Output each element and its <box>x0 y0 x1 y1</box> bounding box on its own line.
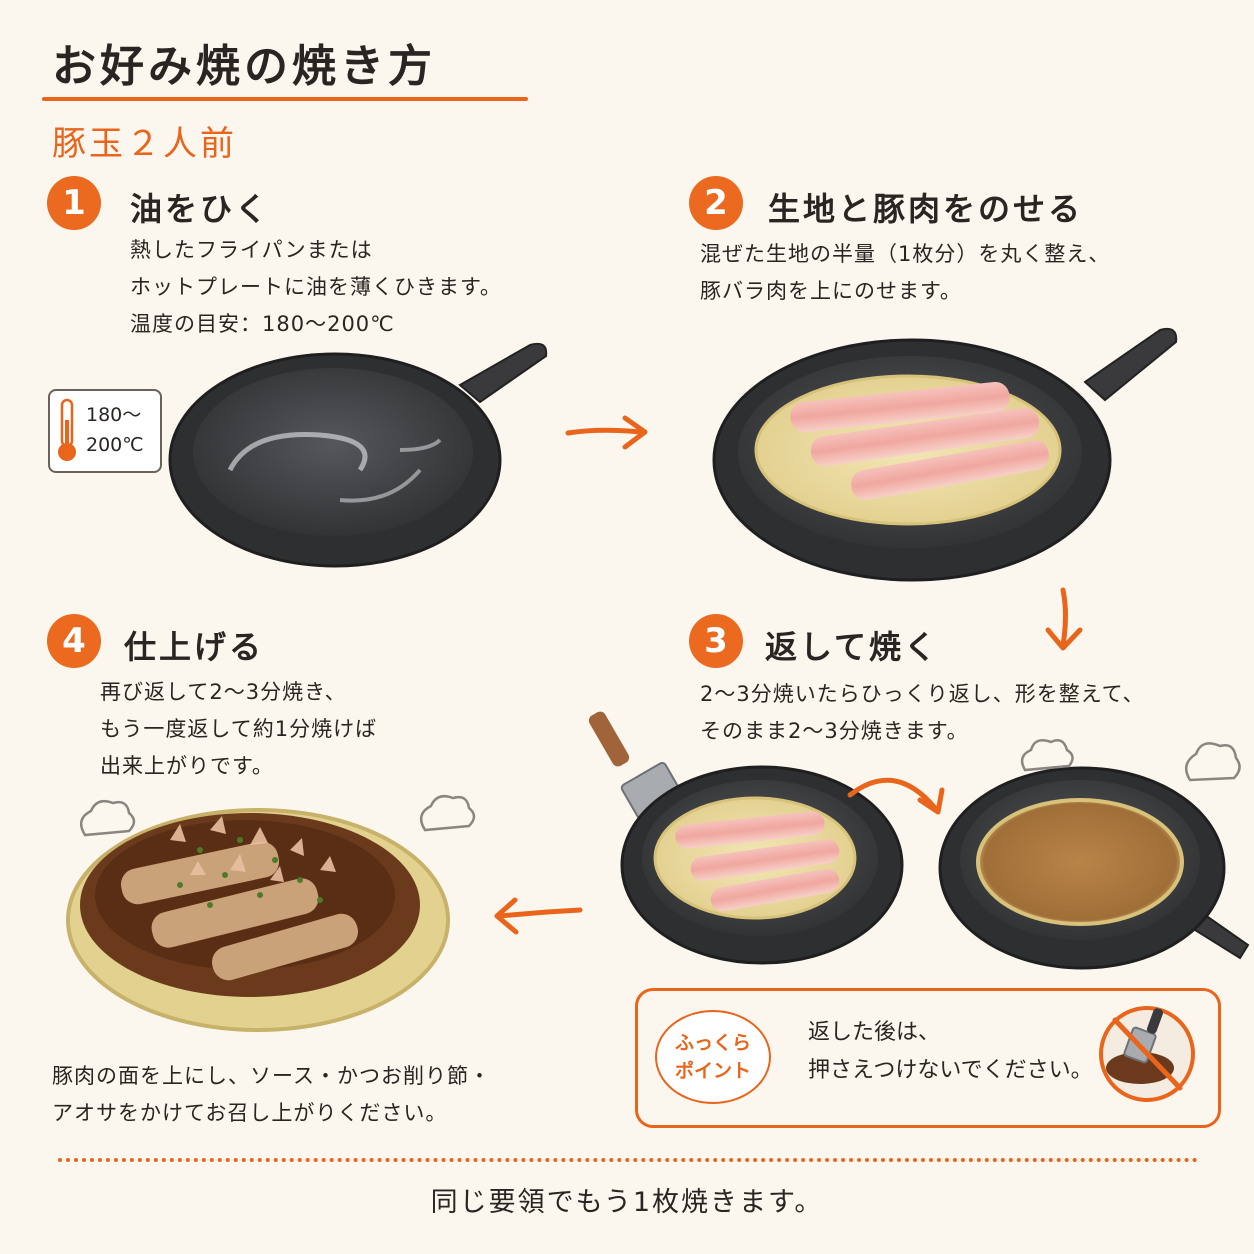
page-subtitle: 豚玉２人前 <box>52 124 237 164</box>
empty-pan-illustration <box>168 342 548 568</box>
temperature-line: 200℃ <box>86 434 144 456</box>
temperature-badge-text: 180～ 200℃ <box>86 400 144 460</box>
arrow-right-icon <box>565 415 648 450</box>
arrow-left-icon <box>494 897 583 935</box>
footer-divider <box>58 1158 1198 1162</box>
flipping-pan-illustration <box>588 711 904 965</box>
point-box <box>635 988 1221 1128</box>
step-3-badge: 3 <box>689 614 743 668</box>
step-3-line: 2～3分焼いたらひっくり返し、形を整えて、 <box>700 682 1145 706</box>
point-label-bubble: ふっくら ポイント <box>655 1010 771 1104</box>
step-3-description: 2～3分焼いたらひっくり返し、形を整えて、 そのまま2～3分焼きます。 <box>700 676 1145 750</box>
step-4-badge: 4 <box>47 614 101 668</box>
point-label-line: ポイント <box>674 1060 751 1082</box>
step-1-line: 熱したフライパンまたは <box>130 238 373 262</box>
step-3-line: そのまま2～3分焼きます。 <box>700 719 969 743</box>
batter-pork-pan-illustration <box>712 327 1178 582</box>
step-2-title: 生地と豚肉をのせる <box>768 190 1084 228</box>
serving-note-line: 豚肉の面を上にし、ソース・かつお削り節・ <box>52 1064 491 1088</box>
title-underline <box>42 97 528 101</box>
step-4-title: 仕上げる <box>124 628 265 666</box>
step-4-line: 再び返して2～3分焼き、 <box>100 680 347 704</box>
no-press-icon <box>1099 1006 1195 1102</box>
page-title: お好み焼の焼き方 <box>52 41 436 92</box>
step-1-description: 熱したフライパンまたは ホットプレートに油を薄くひきます。 温度の目安：180～… <box>130 232 502 343</box>
step-1-line: 温度の目安：180～200℃ <box>130 312 395 336</box>
serving-note-line: アオサをかけてお召し上がりください。 <box>52 1101 448 1125</box>
point-text-line: 押さえつけないでください。 <box>808 1058 1093 1083</box>
thermometer-icon <box>58 398 76 461</box>
flip-arrow-icon <box>847 777 945 815</box>
step-1-line: ホットプレートに油を薄くひきます。 <box>130 275 502 299</box>
step-4-description: 再び返して2～3分焼き、 もう一度返して約1分焼けば 出来上がりです。 <box>100 674 377 785</box>
point-text-line: 返した後は、 <box>808 1020 941 1045</box>
step-1-title: 油をひく <box>130 190 271 228</box>
temperature-line: 180～ <box>86 404 142 426</box>
flipped-pan-illustration <box>938 766 1250 970</box>
point-text: 返した後は、 押さえつけないでください。 <box>808 1014 1093 1090</box>
serving-note: 豚肉の面を上にし、ソース・かつお削り節・ アオサをかけてお召し上がりください。 <box>52 1058 491 1132</box>
step-4-line: もう一度返して約1分焼けば <box>100 717 378 741</box>
step-2-line: 混ぜた生地の半量（1枚分）を丸く整え、 <box>700 242 1111 266</box>
footer-note: 同じ要領でもう1枚焼きます。 <box>430 1187 824 1218</box>
step-4-line: 出来上がりです。 <box>100 754 274 778</box>
step-2-description: 混ぜた生地の半量（1枚分）を丸く整え、 豚バラ肉を上にのせます。 <box>700 236 1110 310</box>
step-3-title: 返して焼く <box>765 628 940 666</box>
steam-icon <box>79 739 1241 837</box>
finished-okonomiyaki-illustration <box>66 808 450 1032</box>
step-2-badge: 2 <box>689 176 743 230</box>
step-1-badge: 1 <box>47 176 101 230</box>
arrow-down-icon <box>1045 587 1083 651</box>
point-label-line: ふっくら <box>674 1032 751 1054</box>
step-2-line: 豚バラ肉を上にのせます。 <box>700 279 962 303</box>
